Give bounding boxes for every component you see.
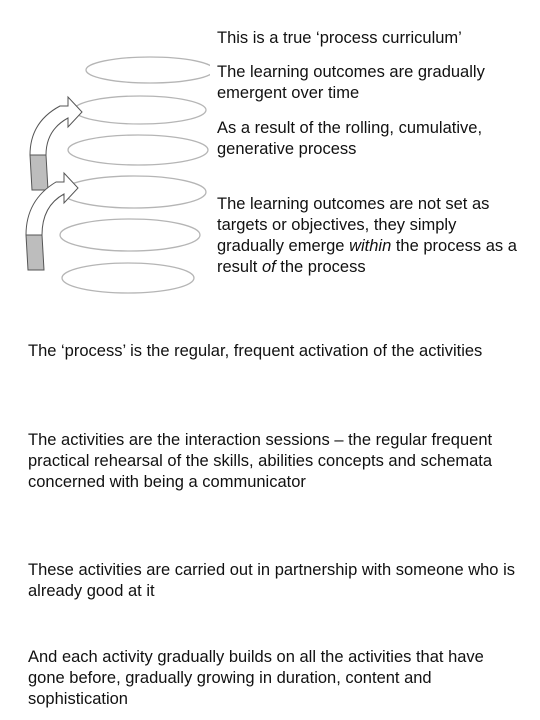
spiral-loop-6 bbox=[61, 262, 195, 294]
emphasis-of: of bbox=[261, 258, 276, 276]
paragraph-text: The ‘process’ is the regular, frequent a… bbox=[28, 342, 483, 360]
spiral-diagram bbox=[25, 56, 210, 294]
statement-not-targets: The learning outcomes are not set as tar… bbox=[217, 194, 527, 278]
statement-text: the process as a result bbox=[217, 237, 517, 276]
statement-emergent-outcomes: The learning outcomes are gradually emer… bbox=[217, 63, 485, 102]
statement-text: The learning outcomes are not set as tar… bbox=[217, 195, 490, 255]
paragraph-builds: And each activity gradually builds on al… bbox=[28, 647, 518, 710]
statement-generative-process: As a result of the rolling, cumulative, … bbox=[217, 119, 483, 158]
curved-arrow-top bbox=[29, 95, 83, 191]
paragraph-text: The activities are the interaction sessi… bbox=[28, 431, 493, 491]
spiral-loop-3 bbox=[67, 134, 209, 166]
paragraph-text: These activities are carried out in part… bbox=[28, 561, 515, 600]
statement-process-curriculum: This is a true ‘process curriculum’ bbox=[217, 29, 462, 47]
spiral-loop-1 bbox=[85, 56, 210, 84]
curved-arrow-bottom bbox=[25, 171, 79, 271]
statement-text: the process bbox=[275, 258, 366, 276]
paragraph-activities: The activities are the interaction sessi… bbox=[28, 430, 518, 493]
paragraph-process-definition: The ‘process’ is the regular, frequent a… bbox=[28, 341, 518, 362]
spiral-loop-5 bbox=[59, 218, 201, 252]
spiral-loop-2 bbox=[73, 95, 207, 125]
spiral-loop-4 bbox=[61, 175, 207, 209]
emphasis-within: within bbox=[349, 237, 392, 255]
paragraph-partnership: These activities are carried out in part… bbox=[28, 560, 518, 602]
paragraph-text: And each activity gradually builds on al… bbox=[28, 648, 484, 708]
